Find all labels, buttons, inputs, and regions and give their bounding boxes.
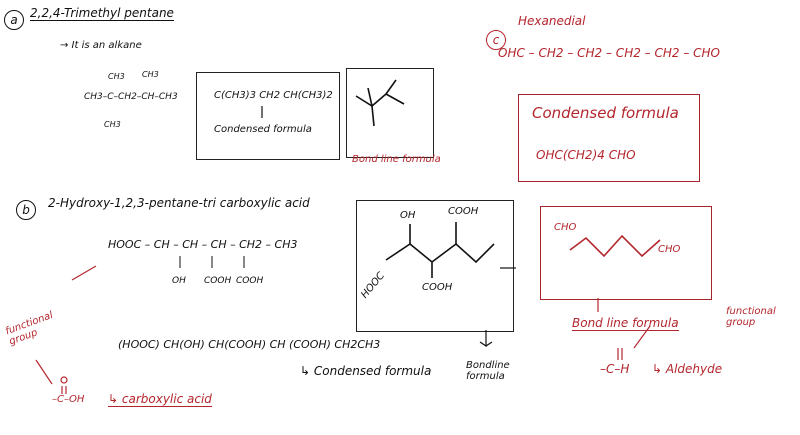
struct-b-main: HOOC – CH – CH – CH – CH2 – CH3 (108, 238, 298, 251)
bondline-box-b (356, 200, 514, 332)
skeletal-c-label-1: CHO (554, 222, 577, 233)
struct-c-main: OHC – CH2 – CH2 – CH2 – CH2 – CHO (498, 46, 720, 60)
bondline-box-a (346, 68, 434, 158)
struct-a-top-1: CH3 (108, 72, 125, 81)
bondline-box-c (540, 206, 712, 300)
condensed-a: C(CH3)3 CH2 CH(CH3)2 (214, 90, 333, 101)
aldehyde-group: –C–H (600, 362, 630, 376)
condensed-b: (HOOC) CH(OH) CH(COOH) CH (COOH) CH2CH3 (118, 338, 381, 351)
marker-a: a (4, 10, 24, 30)
skeletal-b-label-4: COOH (422, 282, 453, 293)
marker-c: c (486, 30, 506, 50)
condensed-label-a: Condensed formula (214, 124, 312, 135)
bondline-label-a: Bond line formula (352, 154, 441, 165)
aldehyde-label: ↳ Aldehyde (652, 362, 723, 376)
skeletal-b-label-2: COOH (448, 206, 479, 217)
fg-name: ↳ carboxylic acid (108, 392, 212, 407)
skeletal-b (385, 222, 495, 278)
struct-b-bonds (179, 256, 245, 268)
fg-structure: –C–OH (52, 394, 85, 405)
struct-a-top-2: CH3 (142, 70, 159, 79)
alkane-note: → It is an alkane (60, 40, 142, 51)
arrow-b (479, 330, 493, 348)
struct-b-sub-2: COOH (204, 276, 232, 286)
condensed-box-a (196, 72, 340, 160)
skeletal-a (355, 79, 405, 127)
bondline-label-b: Bondline formula (466, 360, 510, 382)
title-c: Hexanedial (518, 14, 586, 28)
condensed-label-b: ↳ Condensed formula (300, 364, 432, 378)
struct-a-main: CH3–C–CH2–CH–CH3 (84, 92, 178, 102)
fg-label-c: functional group (726, 306, 776, 328)
condensed-label-c: Condensed formula (532, 104, 679, 122)
title-a: 2,2,4-Trimethyl pentane (30, 6, 174, 21)
struct-a-bottom: CH3 (104, 120, 121, 129)
condensed-c: OHC(CH2)4 CHO (536, 148, 636, 162)
skeletal-c-label-2: CHO (658, 244, 681, 255)
marker-b: b (16, 200, 36, 220)
bondline-label-c: Bond line formula (572, 316, 679, 331)
skeletal-c (569, 234, 661, 258)
title-b: 2-Hydroxy-1,2,3-pentane-tri carboxylic a… (48, 196, 310, 210)
condensed-box-c (518, 94, 700, 182)
skeletal-b-label-1: OH (400, 210, 416, 221)
struct-b-sub-3: COOH (236, 276, 264, 286)
struct-b-sub-1: OH (172, 276, 186, 286)
